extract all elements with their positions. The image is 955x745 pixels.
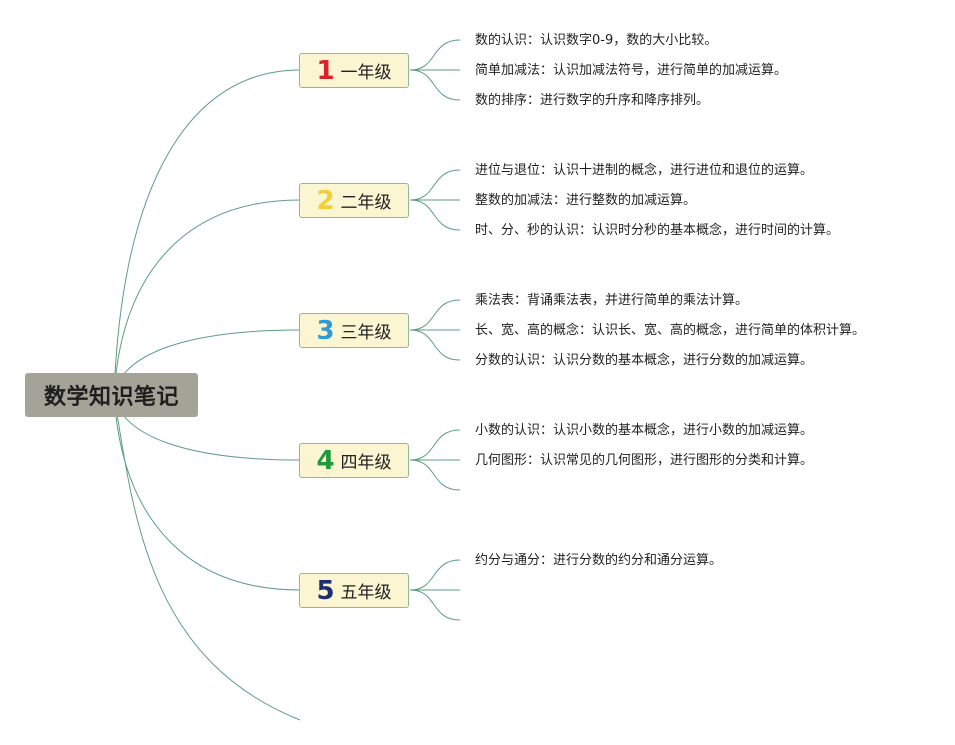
grade-node-5[interactable]: 5 五年级 [299,573,409,608]
topic-link-4-1 [409,429,461,461]
grade-label-3: 三年级 [340,323,392,343]
grade-node-1[interactable]: 1 一年级 [299,53,409,88]
topic-1-3[interactable]: 数的排序：进行数字的升序和降序排列。 [475,93,710,108]
root-link-5 [113,394,301,591]
root-link-1 [113,69,301,396]
topic-link-2-1 [409,169,461,201]
topic-link-4-3 [409,459,461,491]
grade-node-4[interactable]: 4 四年级 [299,443,409,478]
root-link-extra [113,394,301,721]
grade-node-3[interactable]: 3 三年级 [299,313,409,348]
grade-label-2: 二年级 [340,193,392,213]
grade-number-3: 3 [316,315,335,346]
grade-node-2[interactable]: 2 二年级 [299,183,409,218]
topic-3-2[interactable]: 长、宽、高的概念：认识长、宽、高的概念，进行简单的体积计算。 [475,323,866,338]
topic-1-2[interactable]: 简单加减法：认识加减法符号，进行简单的加减运算。 [475,63,788,78]
topic-4-2[interactable]: 几何图形：认识常见的几何图形，进行图形的分类和计算。 [475,453,814,468]
grade-label-4: 四年级 [340,453,392,473]
topic-3-1[interactable]: 乘法表：背诵乘法表，并进行简单的乘法计算。 [475,293,749,308]
topic-link-1-3 [409,69,461,101]
topic-link-1-1 [409,39,461,71]
topic-link-5-3 [409,589,461,621]
topic-2-3[interactable]: 时、分、秒的认识：认识时分秒的基本概念，进行时间的计算。 [475,223,840,238]
topic-2-2[interactable]: 整数的加减法：进行整数的加减运算。 [475,193,697,208]
grade-number-5: 5 [316,575,335,606]
topic-4-1[interactable]: 小数的认识：认识小数的基本概念，进行小数的加减运算。 [475,423,814,438]
root-node[interactable]: 数学知识笔记 [25,373,198,417]
grade-number-2: 2 [316,185,335,216]
topic-link-5-1 [409,559,461,591]
grade-label-5: 五年级 [340,583,392,603]
topic-link-3-3 [409,329,461,361]
root-label: 数学知识笔记 [43,385,179,410]
topic-3-3[interactable]: 分数的认识：认识分数的基本概念，进行分数的加减运算。 [475,353,814,368]
grade-number-4: 4 [316,445,335,476]
topic-link-3-1 [409,299,461,331]
topic-1-1[interactable]: 数的认识：认识数字0-9，数的大小比较。 [475,33,718,48]
root-link-2 [113,199,301,396]
grade-number-1: 1 [316,55,335,86]
topic-2-1[interactable]: 进位与退位：认识十进制的概念，进行进位和退位的运算。 [475,163,814,178]
topic-link-2-3 [409,199,461,231]
grade-label-1: 一年级 [340,63,392,83]
topic-5-1[interactable]: 约分与通分：进行分数的约分和通分运算。 [475,553,723,568]
